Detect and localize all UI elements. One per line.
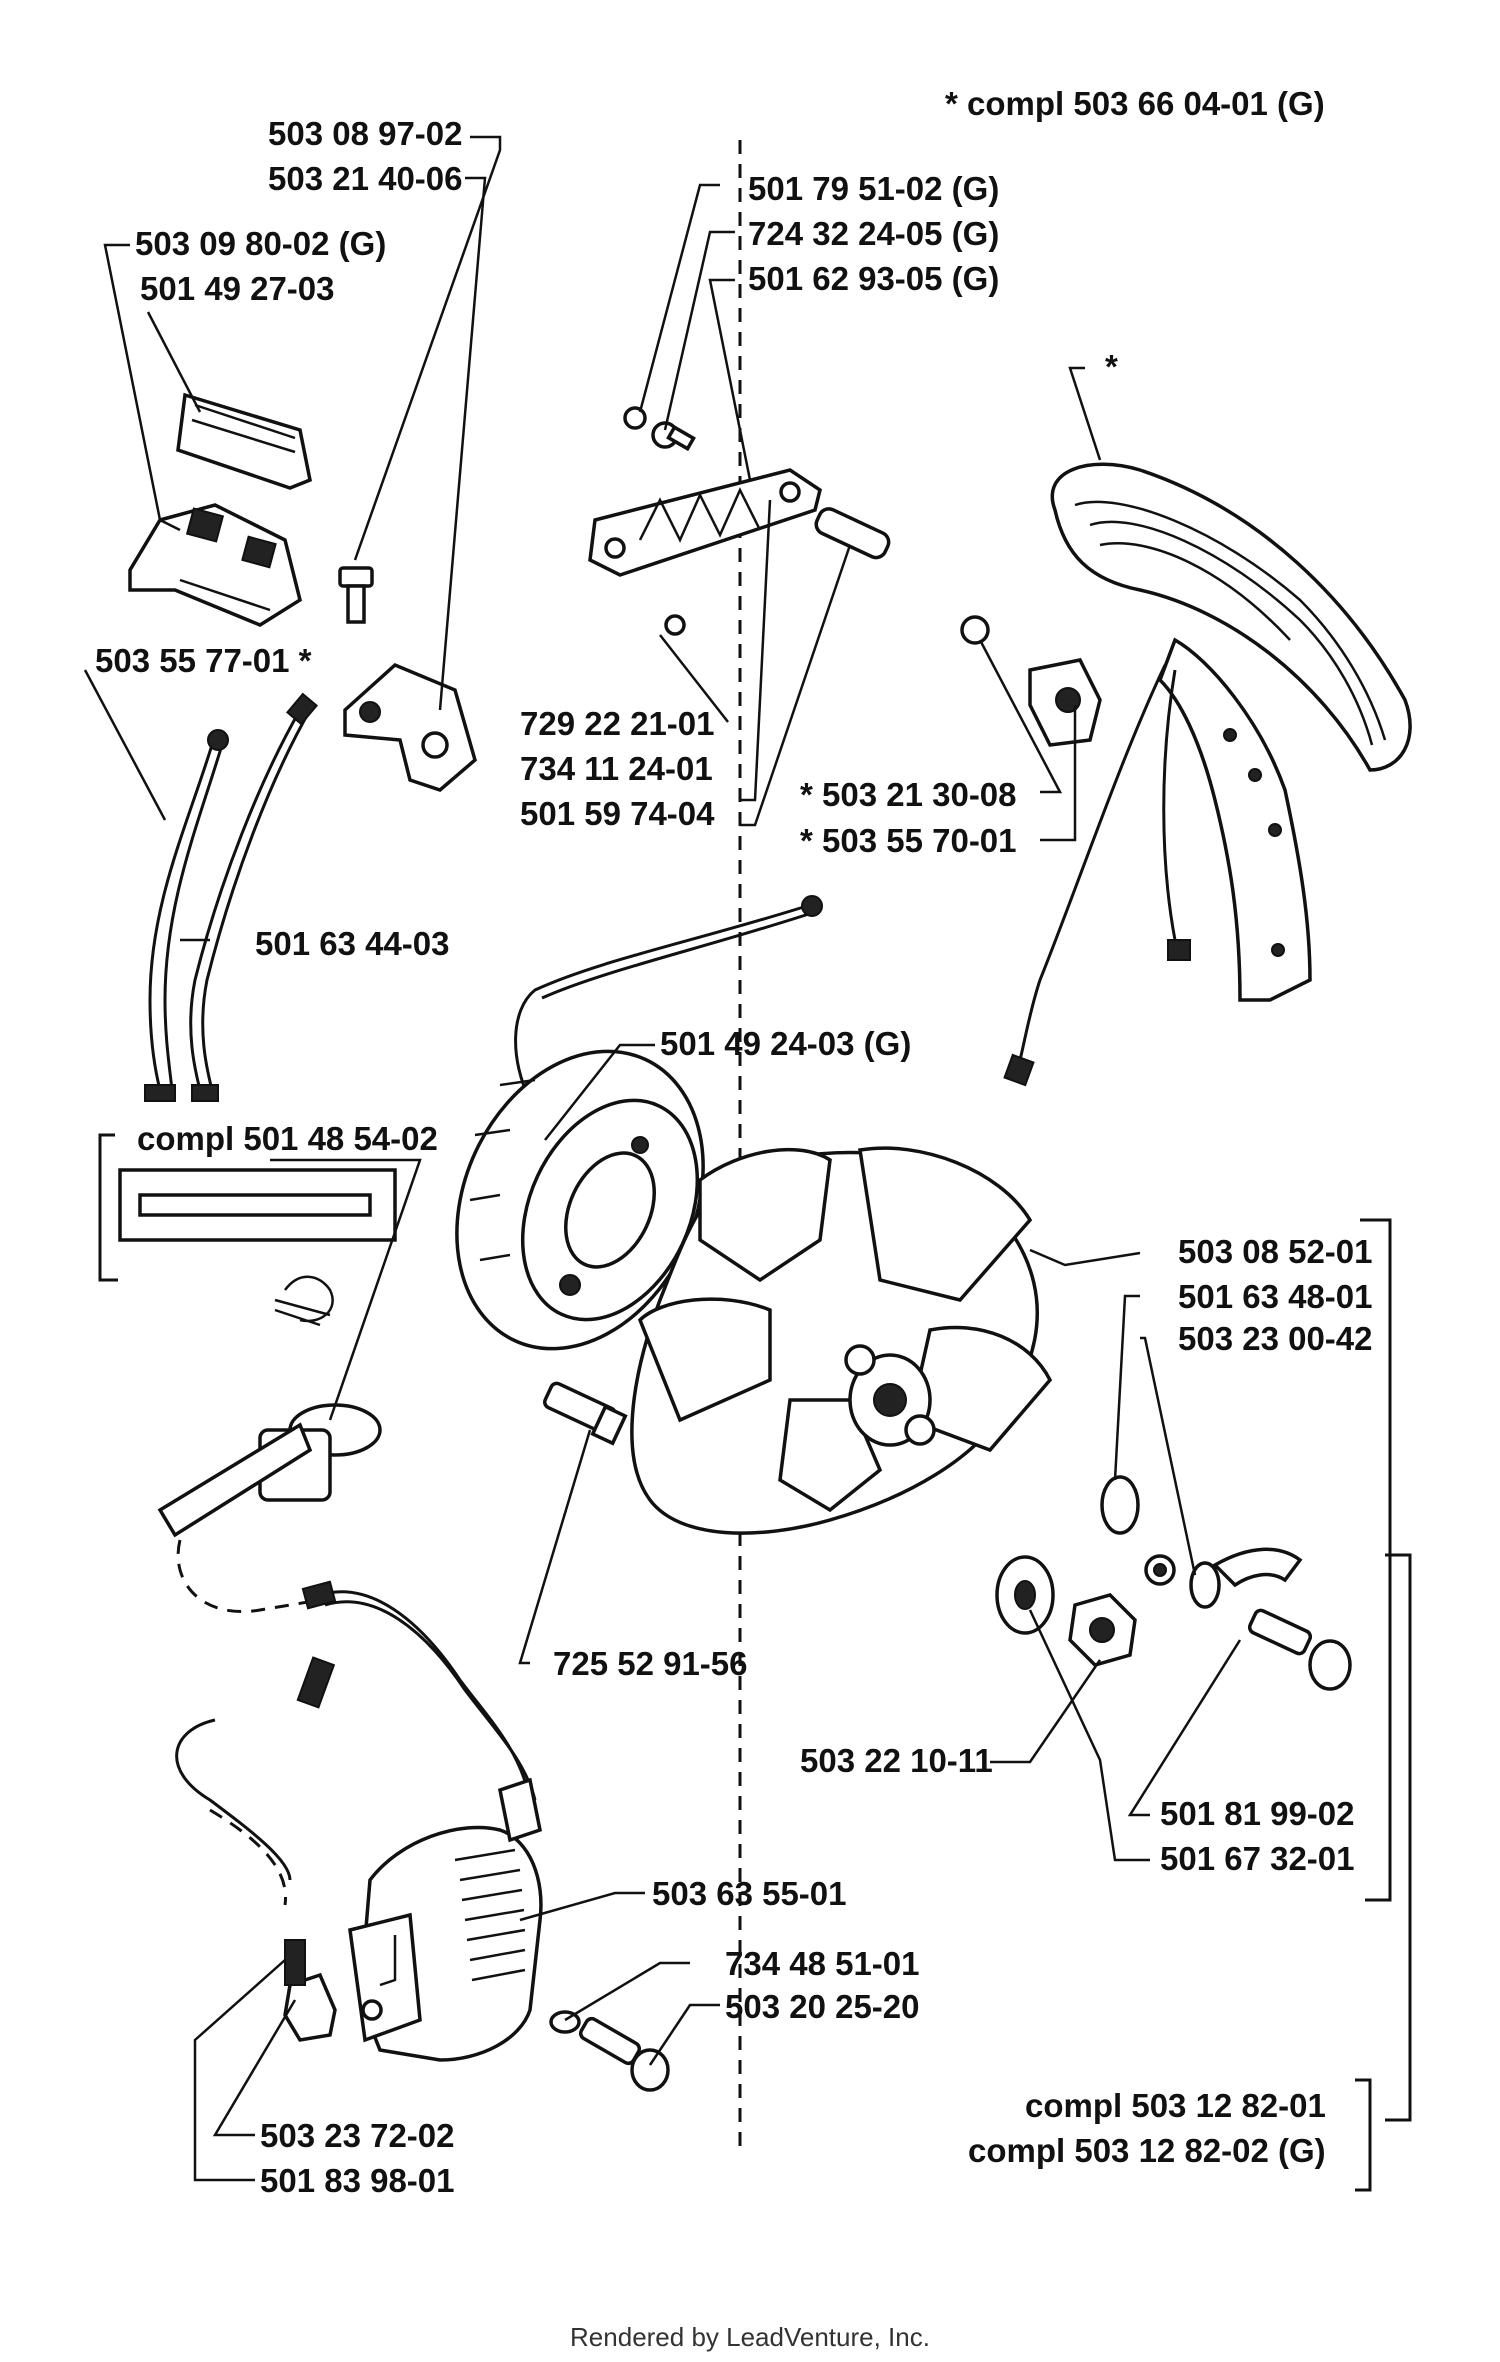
part-label-compl-503-12-82-01: compl 503 12 82-01 (1025, 2087, 1326, 2124)
part-label-503-55-77-01: 503 55 77-01 * (95, 642, 312, 679)
part-label-compl-503-12-82-02: compl 503 12 82-02 (G) (968, 2132, 1326, 2169)
part-labels: * compl 503 66 04-01 (G) 503 08 97-02 50… (95, 85, 1373, 2199)
part-label-734-11-24-01: 734 11 24-01 (520, 750, 713, 787)
bracket-part (343, 662, 477, 792)
part-label-503-63-55-01: 503 63 55-01 (652, 1875, 847, 1912)
part-label-725-52-91-56: 725 52 91-56 (553, 1645, 748, 1682)
part-label-734-48-51-01: 734 48 51-01 (725, 1945, 920, 1982)
pin-part (814, 507, 891, 560)
ignition-module-part (348, 1777, 543, 2062)
part-label-compl-501-48-54-02: compl 501 48 54-02 (137, 1120, 438, 1157)
part-label-501-79-51-02: 501 79 51-02 (G) (748, 170, 999, 207)
boot-cap-part (283, 1939, 337, 2042)
leader-lines (83, 135, 1242, 2182)
part-label-503-22-10-11: 503 22 10-11 (800, 1742, 993, 1779)
part-label-503-09-80-02: 503 09 80-02 (G) (135, 225, 386, 262)
module-screw (549, 2010, 670, 2092)
part-label-503-21-30-08: * 503 21 30-08 (800, 776, 1017, 813)
ignition-lead-wire (175, 1539, 537, 1906)
heat-shield-plate (588, 468, 822, 577)
footer-credit: Rendered by LeadVenture, Inc. (570, 2322, 930, 2352)
part-label-503-23-00-42: 503 23 00-42 (1178, 1320, 1373, 1357)
part-label-729-22-21-01: 729 22 21-01 (520, 705, 715, 742)
part-label-501-62-93-05: 501 62 93-05 (G) (748, 260, 999, 297)
part-label-503-21-40-06: 503 21 40-06 (268, 160, 463, 197)
part-label-503-20-25-20: 503 20 25-20 (725, 1988, 920, 2025)
clip-cover-part (176, 392, 313, 490)
spring-part (1100, 1475, 1221, 1609)
part-label-503-08-52-01: 503 08 52-01 (1178, 1233, 1373, 1270)
wire-part-2 (189, 692, 319, 1102)
flywheel-screw (543, 1381, 628, 1446)
part-label-501-81-99-02: 501 81 99-02 (1160, 1795, 1355, 1832)
group-brackets (98, 1133, 1412, 2192)
part-label-501-49-24-03: 501 49 24-03 (G) (660, 1025, 911, 1062)
part-label-501-59-74-04: 501 59 74-04 (520, 795, 715, 832)
part-label-501-67-32-01: 501 67 32-01 (1160, 1840, 1355, 1877)
switch-part (128, 503, 303, 627)
part-label-503-08-97-02: 503 08 97-02 (268, 115, 463, 152)
part-label-501-49-27-03: 501 49 27-03 (140, 270, 335, 307)
flywheel-part (630, 1146, 1053, 1535)
part-label-503-55-70-01: * 503 55 70-01 (800, 822, 1017, 859)
part-label-724-32-24-05: 724 32 24-05 (G) (748, 215, 999, 252)
cylinder-cover-part (1050, 462, 1412, 1002)
wire-part-1 (144, 729, 229, 1102)
part-label-501-63-44-03: 501 63 44-03 (255, 925, 450, 962)
nut-part-1 (960, 615, 1102, 747)
pawl-screw (1247, 1608, 1352, 1691)
header-note: * compl 503 66 04-01 (G) (945, 85, 1325, 122)
spark-plug-boot-assembly (118, 1168, 397, 1538)
screw-part-1 (338, 566, 374, 624)
washer-part (995, 1555, 1055, 1635)
small-screws (623, 406, 696, 636)
cover-wire (1003, 664, 1191, 1087)
pawl-part (1212, 1547, 1303, 1588)
part-label-501-63-48-01: 501 63 48-01 (1178, 1278, 1373, 1315)
flywheel-sensor-wire (514, 895, 823, 1101)
part-label-503-23-72-02: 503 23 72-02 (260, 2117, 455, 2154)
part-label-star: * (1105, 348, 1118, 385)
part-label-501-83-98-01: 501 83 98-01 (260, 2162, 455, 2199)
flywheel-nut (1068, 1593, 1137, 1667)
